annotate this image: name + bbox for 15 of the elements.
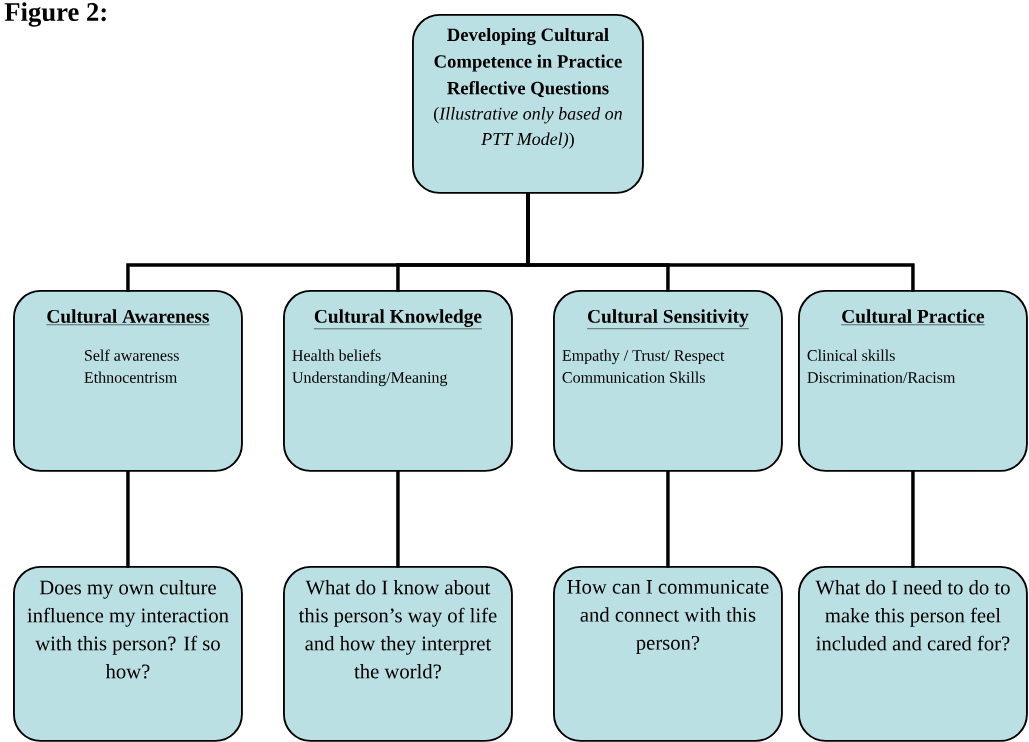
- figure-title: Figure 2:: [4, 2, 106, 27]
- question-box: How can I communicate and connect with this person?: [553, 566, 783, 742]
- question-box: What do I need to do to make this person feel included and cared for?: [798, 566, 1028, 742]
- connector-line: [911, 470, 915, 568]
- question-box: What do I know about this person’s way of life and how they interpret the world?: [283, 566, 513, 742]
- category-box: Cultural Knowledge Health beliefs Understanding/Meaning: [283, 290, 513, 472]
- connector-line: [526, 192, 915, 292]
- category-box: Cultural Sensitivity Empathy / Trust/ Respect Communication Skills: [553, 290, 783, 472]
- connector-line: [666, 470, 670, 568]
- connector-line: [396, 470, 400, 568]
- question-box: Does my own culture influence my interaction with this person? If so how?: [13, 566, 243, 742]
- category-box: Cultural Awareness Self awareness Ethnocentrism: [13, 290, 243, 472]
- title-box: Developing Cultural Competence in Practice Reflective Questions (Illustrative only based on PTT Model)): [412, 14, 644, 194]
- category-box: Cultural Practice Clinical skills Discrimination/Racism: [798, 290, 1028, 472]
- connector-line: [126, 470, 130, 568]
